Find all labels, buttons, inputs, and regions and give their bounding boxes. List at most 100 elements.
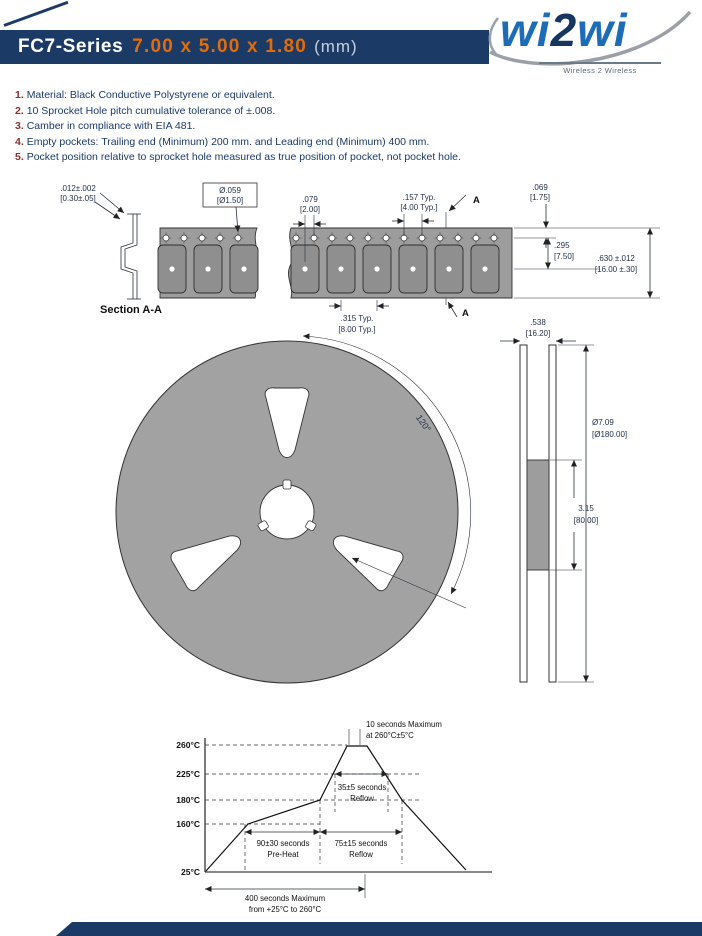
reel-front-view: 120° — [115, 333, 472, 684]
note-text: Empty pockets: Trailing end (Minimum) 20… — [26, 135, 430, 148]
note-number: 3. — [15, 120, 24, 132]
logo-swoosh-icon — [488, 10, 692, 66]
dim-hub-dia-mm: [80.00] — [574, 516, 598, 525]
dim-edge-margin-mm: [1.75] — [530, 193, 550, 202]
dim-hole-dia-mm: [Ø1.50] — [217, 196, 243, 205]
dim-pocket-centerline: .295 [7.50] — [514, 238, 600, 270]
series-units: (mm) — [314, 37, 358, 56]
logo-text-wi-right: wi — [577, 4, 628, 56]
preheat-line1: 90±30 seconds — [257, 839, 310, 848]
gridlines — [205, 744, 420, 872]
preheat-annotation: 90±30 seconds Pre-Heat — [245, 829, 320, 859]
header-band: FC7-Series 7.00 x 5.00 x 1.80 (mm) — [0, 30, 489, 64]
dim-tape-width: .630 ±.012 [16.00 ±.30] — [514, 227, 660, 299]
dim-hole-offset-mm: [2.00] — [300, 205, 320, 214]
reflow-mid-line1: 75±15 seconds — [335, 839, 388, 848]
hub-side — [526, 459, 550, 571]
preheat-line2: Pre-Heat — [267, 850, 299, 859]
section-aa-view: .012±.002 [0.30±.05] Section A-A — [60, 184, 162, 316]
dim-reel-diameter: Ø7.09 [Ø180.00] — [558, 344, 627, 683]
total-line1: 400 seconds Maximum — [245, 894, 325, 903]
y-axis-label-260: 260°C — [176, 740, 200, 750]
logo-text: wi2wi — [500, 0, 628, 60]
peak-annotation: 10 seconds Maximum at 260°C±5°C — [348, 720, 442, 745]
reel-hub-hole — [259, 484, 315, 540]
dim-pocket-center-in: .295 — [554, 241, 570, 250]
note-item: 5. Pocket position relative to sprocket … — [15, 150, 687, 166]
pockets — [157, 244, 500, 294]
dim-flange-width: .538 [16.20] — [500, 318, 576, 344]
reflow-profile-chart: 260°C 225°C 180°C 160°C 25°C 10 second — [176, 720, 492, 914]
note-item: 1. Material: Black Conductive Polystyren… — [15, 88, 687, 104]
note-text: 10 Sprocket Hole pitch cumulative tolera… — [26, 104, 276, 117]
dim-hole-dia-in: Ø.059 — [219, 186, 241, 195]
hub-notch — [257, 520, 269, 532]
note-number: 2. — [15, 104, 24, 117]
dim-reel-dia-in: Ø7.09 — [592, 418, 614, 427]
note-number: 1. — [15, 89, 24, 101]
reflow-top-line2: Reflow — [350, 794, 374, 803]
section-profile-inner — [124, 214, 138, 299]
note-item: 3. Camber in compliance with EIA 481. — [15, 119, 687, 135]
series-dimensions: 7.00 x 5.00 x 1.80 — [132, 36, 308, 57]
y-axis-label-160: 160°C — [176, 819, 200, 829]
y-axis-label-25: 25°C — [181, 867, 200, 877]
hub-notch — [282, 479, 292, 490]
note-text: Camber in compliance with EIA 481. — [26, 120, 196, 132]
dim-pocket-pitch: .315 Typ. [8.00 Typ.] — [329, 300, 389, 334]
dim-edge-margin: .069 [1.75] — [514, 183, 556, 248]
dim-hole-pitch: .157 Typ. [4.00 Typ.] — [392, 193, 438, 236]
note-text: Pocket position relative to sprocket hol… — [26, 151, 461, 163]
reel-side-view: .538 [16.20] Ø7.09 [Ø180.00] 3.15 [80.00… — [500, 318, 627, 683]
slot-leader-line — [351, 557, 467, 609]
dim-hub-diameter: 3.15 [80.00] — [550, 459, 598, 571]
flange-right — [548, 344, 557, 683]
notes-list: 1. Material: Black Conductive Polystyren… — [15, 88, 687, 166]
dim-tape-width-mm: [16.00 ±.30] — [595, 265, 637, 274]
section-cut-marker-bottom: A — [445, 298, 469, 319]
dim-pocket-center-mm: [7.50] — [554, 252, 574, 261]
footer-bar — [56, 922, 702, 936]
slot-angle-arc — [302, 333, 472, 595]
dim-edge-margin-in: .069 — [532, 183, 548, 192]
note-item: 2. 10 Sprocket Hole pitch cumulative tol… — [15, 104, 687, 120]
series-title: FC7-Series — [18, 36, 124, 57]
dim-hole-diameter: Ø.059 [Ø1.50] — [202, 182, 258, 233]
note-text: Material: Black Conductive Polystyrene o… — [26, 89, 275, 101]
peak-note-line1: 10 seconds Maximum — [366, 720, 442, 729]
peak-note-line2: at 260°C±5°C — [366, 731, 414, 740]
dim-pocket-pitch-mm: [8.00 Typ.] — [338, 325, 375, 334]
dim-thickness-in: .012±.002 — [60, 184, 96, 193]
dim-hole-pitch-mm: [4.00 Typ.] — [400, 203, 437, 212]
dim-hole-offset-in: .079 — [302, 195, 318, 204]
dim-flange-width-in: .538 — [530, 318, 546, 327]
section-aa-label: Section A-A — [100, 304, 162, 316]
logo-text-2: 2 — [550, 4, 578, 56]
carrier-tape-view: Ø.059 [Ø1.50] .079 [2.00] .157 Typ. [4.0… — [157, 182, 660, 334]
y-axis-label-180: 180°C — [176, 795, 200, 805]
flange-left — [519, 344, 528, 683]
total-time-annotation: 400 seconds Maximum from +25°C to 260°C — [205, 874, 366, 914]
reflow-mid-line2: Reflow — [349, 850, 373, 859]
note-item: 4. Empty pockets: Trailing end (Minimum)… — [15, 135, 687, 151]
note-number: 4. — [15, 135, 24, 148]
y-axis-label-225: 225°C — [176, 769, 200, 779]
reflow-top-line1: 35±5 seconds — [338, 783, 387, 792]
logo-tagline: Wireless 2 Wireless — [539, 62, 661, 75]
dim-hub-dia-in: 3.15 — [578, 504, 594, 513]
logo-text-wi-left: wi — [500, 4, 551, 56]
section-arrow-label-bottom: A — [462, 308, 469, 319]
profile-line — [205, 745, 467, 872]
reflow-top-annotation: 35±5 seconds Reflow — [335, 771, 388, 803]
total-line2: from +25°C to 260°C — [249, 905, 322, 914]
section-arrow-label-top: A — [473, 195, 480, 206]
dim-hole-pitch-in: .157 Typ. — [403, 193, 436, 202]
wi2wi-logo: wi2wi Wireless 2 Wireless — [484, 2, 696, 80]
dim-hole-offset: .079 [2.00] — [293, 195, 326, 262]
dim-pocket-pitch-in: .315 Typ. — [341, 314, 374, 323]
dim-reel-dia-mm: [Ø180.00] — [592, 430, 627, 439]
dim-flange-width-mm: [16.20] — [526, 329, 550, 338]
note-number: 5. — [15, 151, 24, 163]
